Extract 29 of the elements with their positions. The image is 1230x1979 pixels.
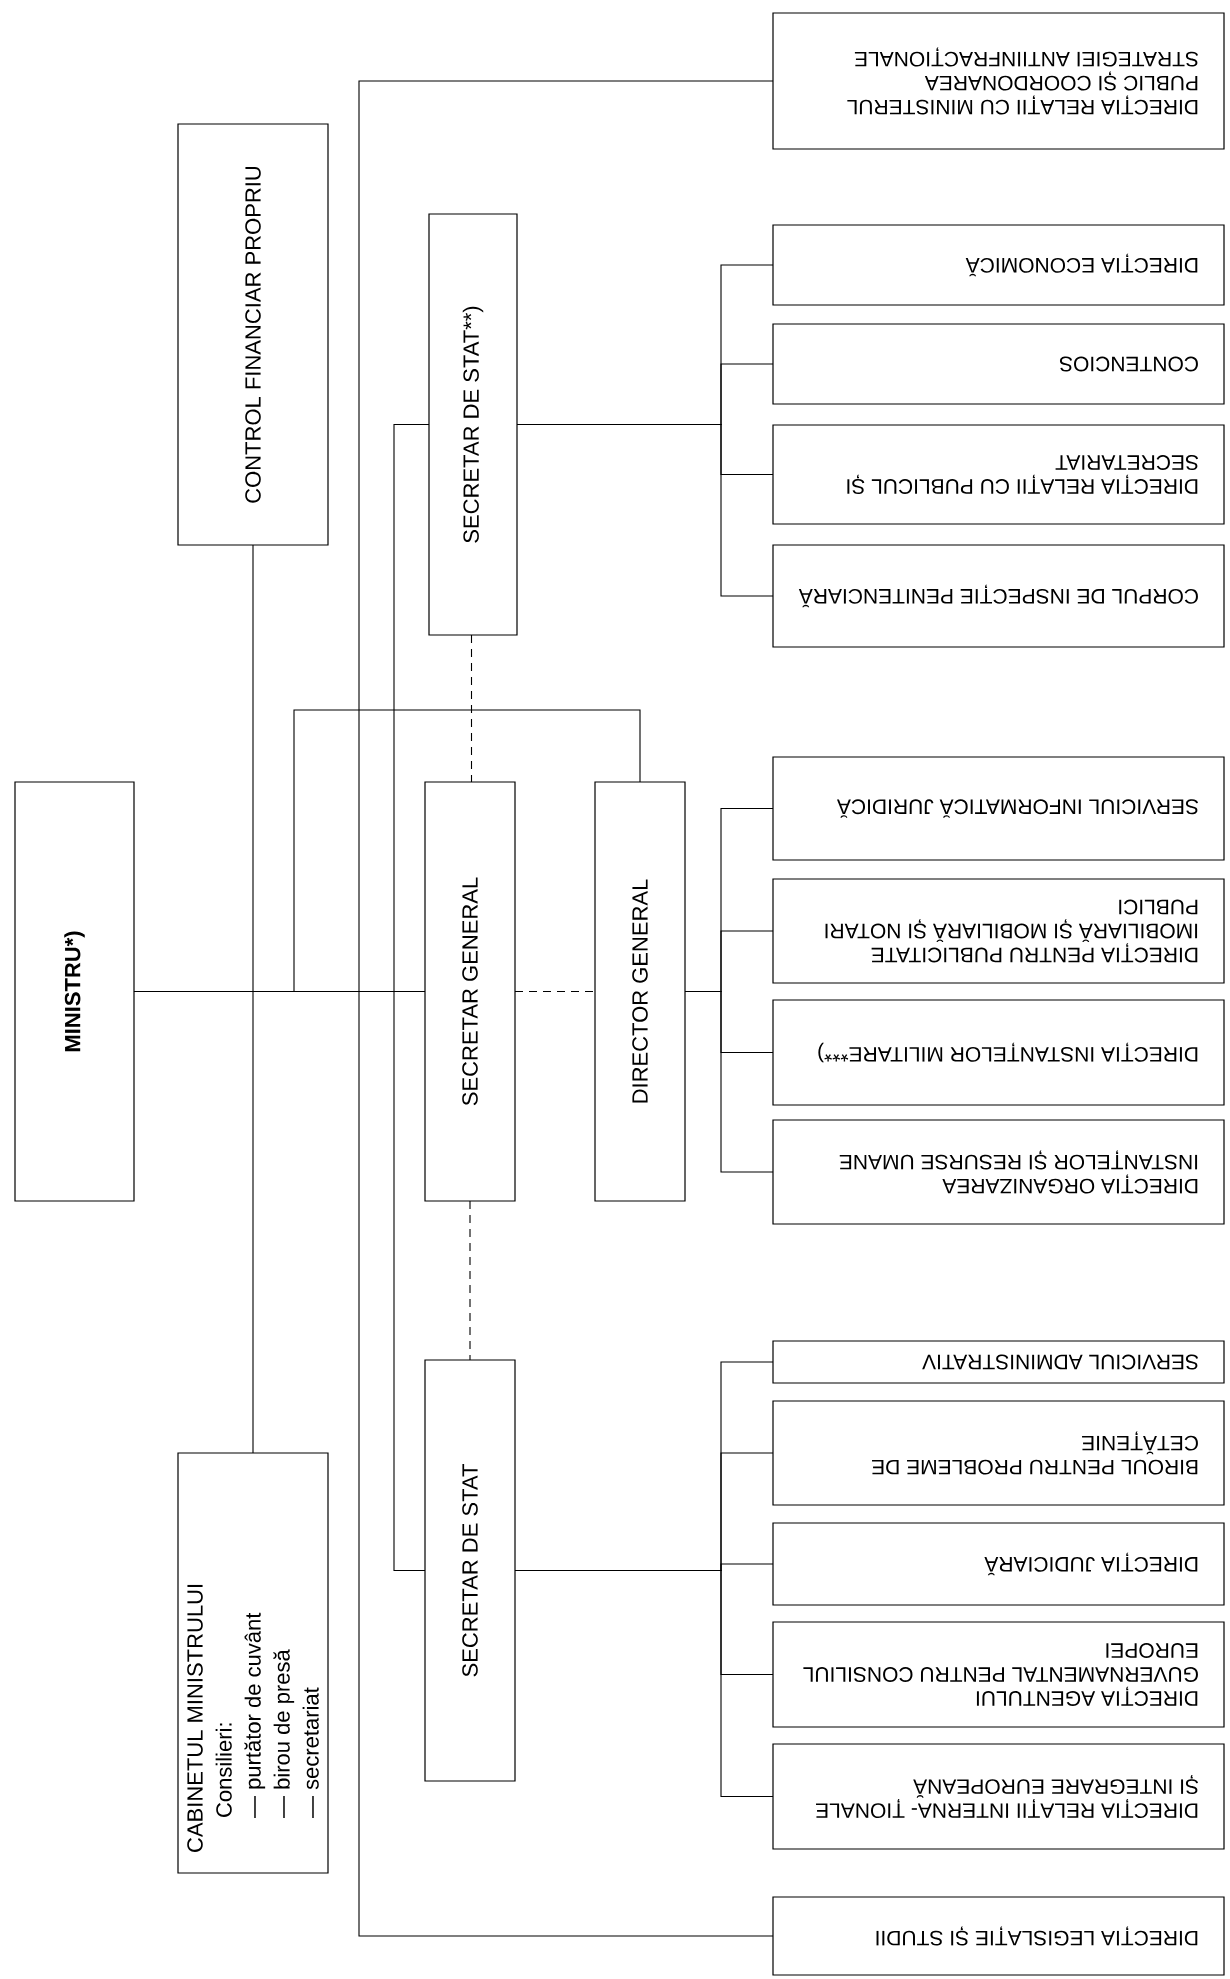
position-box: DIRECTOR GENERAL <box>594 781 686 1202</box>
department-box: DIRECȚIA JUDICIARĂ <box>772 1522 1225 1606</box>
position-box: SECRETAR GENERAL <box>424 781 516 1202</box>
department-box: SERVICIUL ADMINISTRATIV <box>772 1340 1225 1384</box>
department-box: DIRECȚIA AGENTULUI GUVERNAMENTAL PENTRU CONSILIUL EUROPEI <box>772 1621 1225 1728</box>
connector-line <box>133 990 426 1572</box>
dashed-connector <box>470 634 473 783</box>
department-box: DIRECȚIA RELAȚII CU PUBLICUL ȘI SECRETARIAT <box>772 424 1225 525</box>
unit-box: CONTROL FINANCIAR PROPRIU <box>177 123 329 546</box>
department-box: DIRECȚIA INSTANȚELOR MILITARE***) <box>772 999 1225 1106</box>
connector-line <box>514 1569 774 1798</box>
department-box: DIRECȚIA RELAȚII CU MINISTERUL PUBLIC ȘI COORDONAREA STRATEGIEI ANTIINFRACȚIONALE <box>772 12 1225 150</box>
department-box: DIRECȚIA RELAȚII INTERNA- ȚIONALE ȘI INTEGRARE EUROPEANĂ <box>772 1743 1225 1850</box>
department-box: DIRECȚIA PENTRU PUBLICITATE IMOBILIARĂ ȘI MOBILIARĂ ȘI NOTARI PUBLICI <box>772 878 1225 984</box>
unit-box: CABINETUL MINISTRULUI Consilieri: — purtător de cuvânt — birou de presă — secretariat <box>177 1452 329 1874</box>
department-box: SERVICIUL INFORMATICĂ JURIDICĂ <box>772 756 1225 861</box>
position-box: SECRETAR DE STAT**) <box>428 213 518 636</box>
dashed-connector <box>514 990 596 993</box>
connector-line <box>516 423 774 597</box>
department-box: CORPUL DE INSPECȚIE PENITENCIARĂ <box>772 544 1225 648</box>
department-box: BIROUL PENTRU PROBLEME DE CETĂȚENIE <box>772 1400 1225 1506</box>
connector-line <box>684 990 774 1173</box>
department-box: DIRECȚIA ORGANIZAREA INSTANȚELOR ȘI RESURSE UMANE <box>772 1119 1225 1225</box>
position-box: MINISTRU*) <box>14 781 135 1202</box>
department-box: DIRECȚIA LEGISLAȚIE ȘI STUDII <box>772 1896 1225 1976</box>
department-box: CONTENCIOS <box>772 323 1225 405</box>
department-box: DIRECȚIA ECONOMICĂ <box>772 224 1225 306</box>
dashed-connector <box>469 1200 471 1361</box>
position-box: SECRETAR DE STAT <box>424 1359 516 1782</box>
